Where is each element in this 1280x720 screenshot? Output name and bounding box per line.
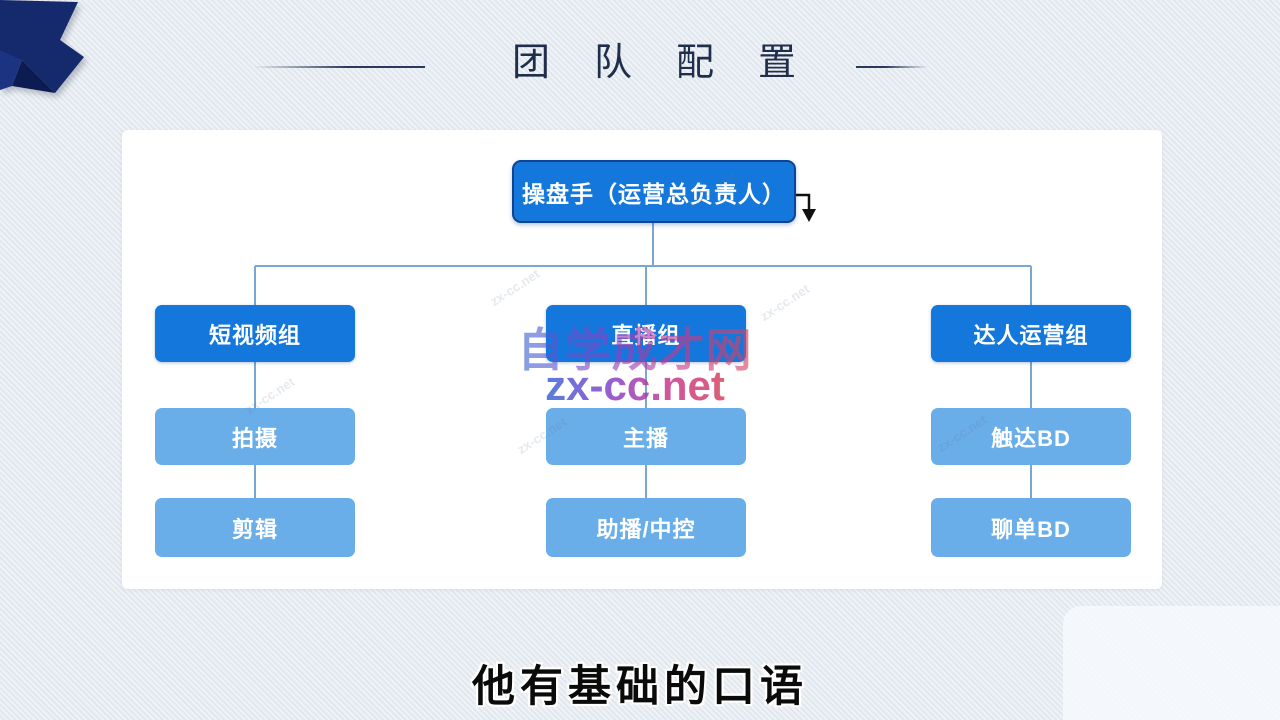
title-divider-right: [856, 66, 928, 68]
title-divider-left: [253, 66, 425, 68]
org-chart-card: 操盘手（运营总负责人） 短视频组 直播组 达人运营组 拍摄 主播 触达BD 剪辑…: [122, 130, 1162, 589]
org-node-cohost-control: 助播/中控: [546, 498, 746, 557]
org-node-reach-bd: 触达BD: [931, 408, 1131, 465]
org-node-livestream-group: 直播组: [546, 305, 746, 362]
down-arrow-icon: [795, 193, 816, 222]
watermark-site-url: zx-cc.net: [545, 362, 725, 409]
org-node-influencer-ops-group: 达人运营组: [931, 305, 1131, 362]
subtitle-caption: 他有基础的口语: [472, 664, 808, 711]
bottom-right-panel-decoration: [1063, 606, 1280, 720]
org-node-short-video-group: 短视频组: [155, 305, 355, 362]
org-chart-connectors: [254, 193, 1032, 498]
org-node-editing: 剪辑: [155, 498, 355, 557]
org-node-shooting: 拍摄: [155, 408, 355, 465]
page-title: 团队配置: [511, 42, 841, 84]
corner-ribbon-decoration: [0, 0, 84, 93]
watermark-site-name: 自学成才网: [518, 314, 753, 380]
org-node-anchor: 主播: [546, 408, 746, 465]
org-node-chat-bd: 聊单BD: [931, 498, 1131, 557]
org-node-root: 操盘手（运营总负责人）: [512, 160, 796, 223]
